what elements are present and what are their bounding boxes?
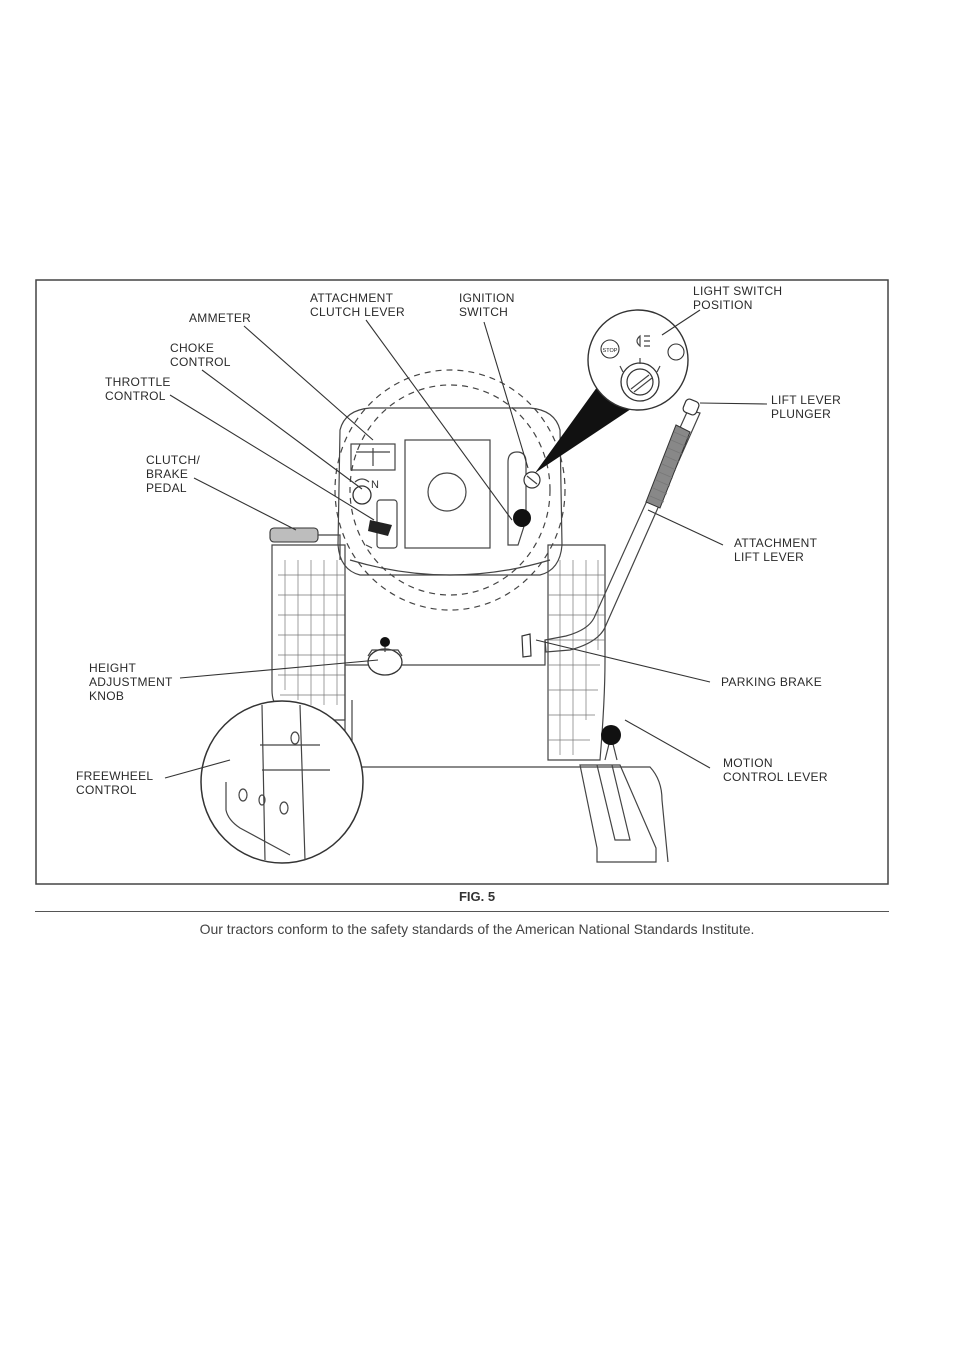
svg-text:SWITCH: SWITCH [459,305,508,319]
engine-cover [404,439,491,549]
height-adjustment-knob [367,637,403,676]
figure-frame [35,279,889,885]
freewheel-inset [200,700,364,864]
label-lift-lever-plunger: LIFT LEVER PLUNGER [771,393,841,421]
svg-text:ATTACHMENT: ATTACHMENT [310,291,394,305]
throttle-lever [365,499,398,549]
label-ignition-switch: IGNITION SWITCH [459,291,515,319]
svg-text:IGNITION: IGNITION [459,291,515,305]
label-ammeter: AMMETER [189,311,251,325]
svg-text:CONTROL: CONTROL [105,389,166,403]
svg-text:PLUNGER: PLUNGER [771,407,831,421]
leader-lines [164,309,768,779]
label-attachment-clutch-lever: ATTACHMENT CLUTCH LEVER [310,291,405,319]
label-choke-control: CHOKE CONTROL [170,341,231,369]
svg-text:HEIGHT: HEIGHT [89,661,137,675]
svg-text:CHOKE: CHOKE [170,341,214,355]
engine-start-icon [667,343,685,361]
ammeter-gauge [350,443,396,471]
headlight-icon [636,334,650,348]
svg-text:CLUTCH LEVER: CLUTCH LEVER [310,305,405,319]
figure-caption: FIG. 5 [458,889,496,904]
label-throttle-control: THROTTLE CONTROL [105,375,171,403]
svg-text:FREEWHEEL: FREEWHEEL [76,769,153,783]
svg-text:THROTTLE: THROTTLE [105,375,171,389]
svg-text:BRAKE: BRAKE [146,467,188,481]
right-fender [547,544,606,761]
svg-text:ATTACHMENT: ATTACHMENT [734,536,818,550]
svg-text:LIFT LEVER: LIFT LEVER [734,550,804,564]
label-motion-control-lever: MOTION CONTROL LEVER [723,756,828,784]
svg-text:LIFT LEVER: LIFT LEVER [771,393,841,407]
parking-brake [521,633,532,658]
svg-text:MOTION: MOTION [723,756,773,770]
label-clutch-brake-pedal: CLUTCH/ BRAKE PEDAL [146,453,200,495]
svg-text:CLUTCH/: CLUTCH/ [146,453,200,467]
label-freewheel-control: FREEWHEEL CONTROL [76,769,153,797]
svg-text:ADJUSTMENT: ADJUSTMENT [89,675,173,689]
light-switch-callout: STOP [535,309,689,473]
label-attachment-lift-lever: ATTACHMENT LIFT LEVER [734,536,818,564]
svg-text:AMMETER: AMMETER [189,311,251,325]
svg-text:PARKING BRAKE: PARKING BRAKE [721,675,822,689]
footer-note: Our tractors conform to the safety stand… [199,921,755,937]
label-light-switch-position: LIGHT SWITCH POSITION [693,284,782,312]
footer-divider [35,911,889,912]
ignition-switch [523,471,541,489]
svg-text:CONTROL: CONTROL [76,783,137,797]
tractor-body [344,600,669,863]
label-parking-brake: PARKING BRAKE [721,675,822,689]
gauge-circle [427,472,467,512]
svg-text:LIGHT SWITCH: LIGHT SWITCH [693,284,782,298]
stop-symbol-text: STOP [603,348,618,354]
stop-symbol [600,339,620,359]
svg-text:KNOB: KNOB [89,689,124,703]
dashboard [334,369,566,611]
svg-text:CONTROL LEVER: CONTROL LEVER [723,770,828,784]
svg-text:POSITION: POSITION [693,298,753,312]
clutch-brake-pedal [269,527,341,560]
attachment-lift-lever [544,398,701,653]
svg-text:CONTROL: CONTROL [170,355,231,369]
panel-n-marking: N [371,479,379,491]
choke-knob: N [352,478,379,505]
motion-control-lever [579,725,657,863]
attachment-clutch-lever [507,451,531,546]
label-height-adjustment-knob: HEIGHT ADJUSTMENT KNOB [89,661,173,703]
left-fender [271,544,346,721]
svg-text:PEDAL: PEDAL [146,481,187,495]
